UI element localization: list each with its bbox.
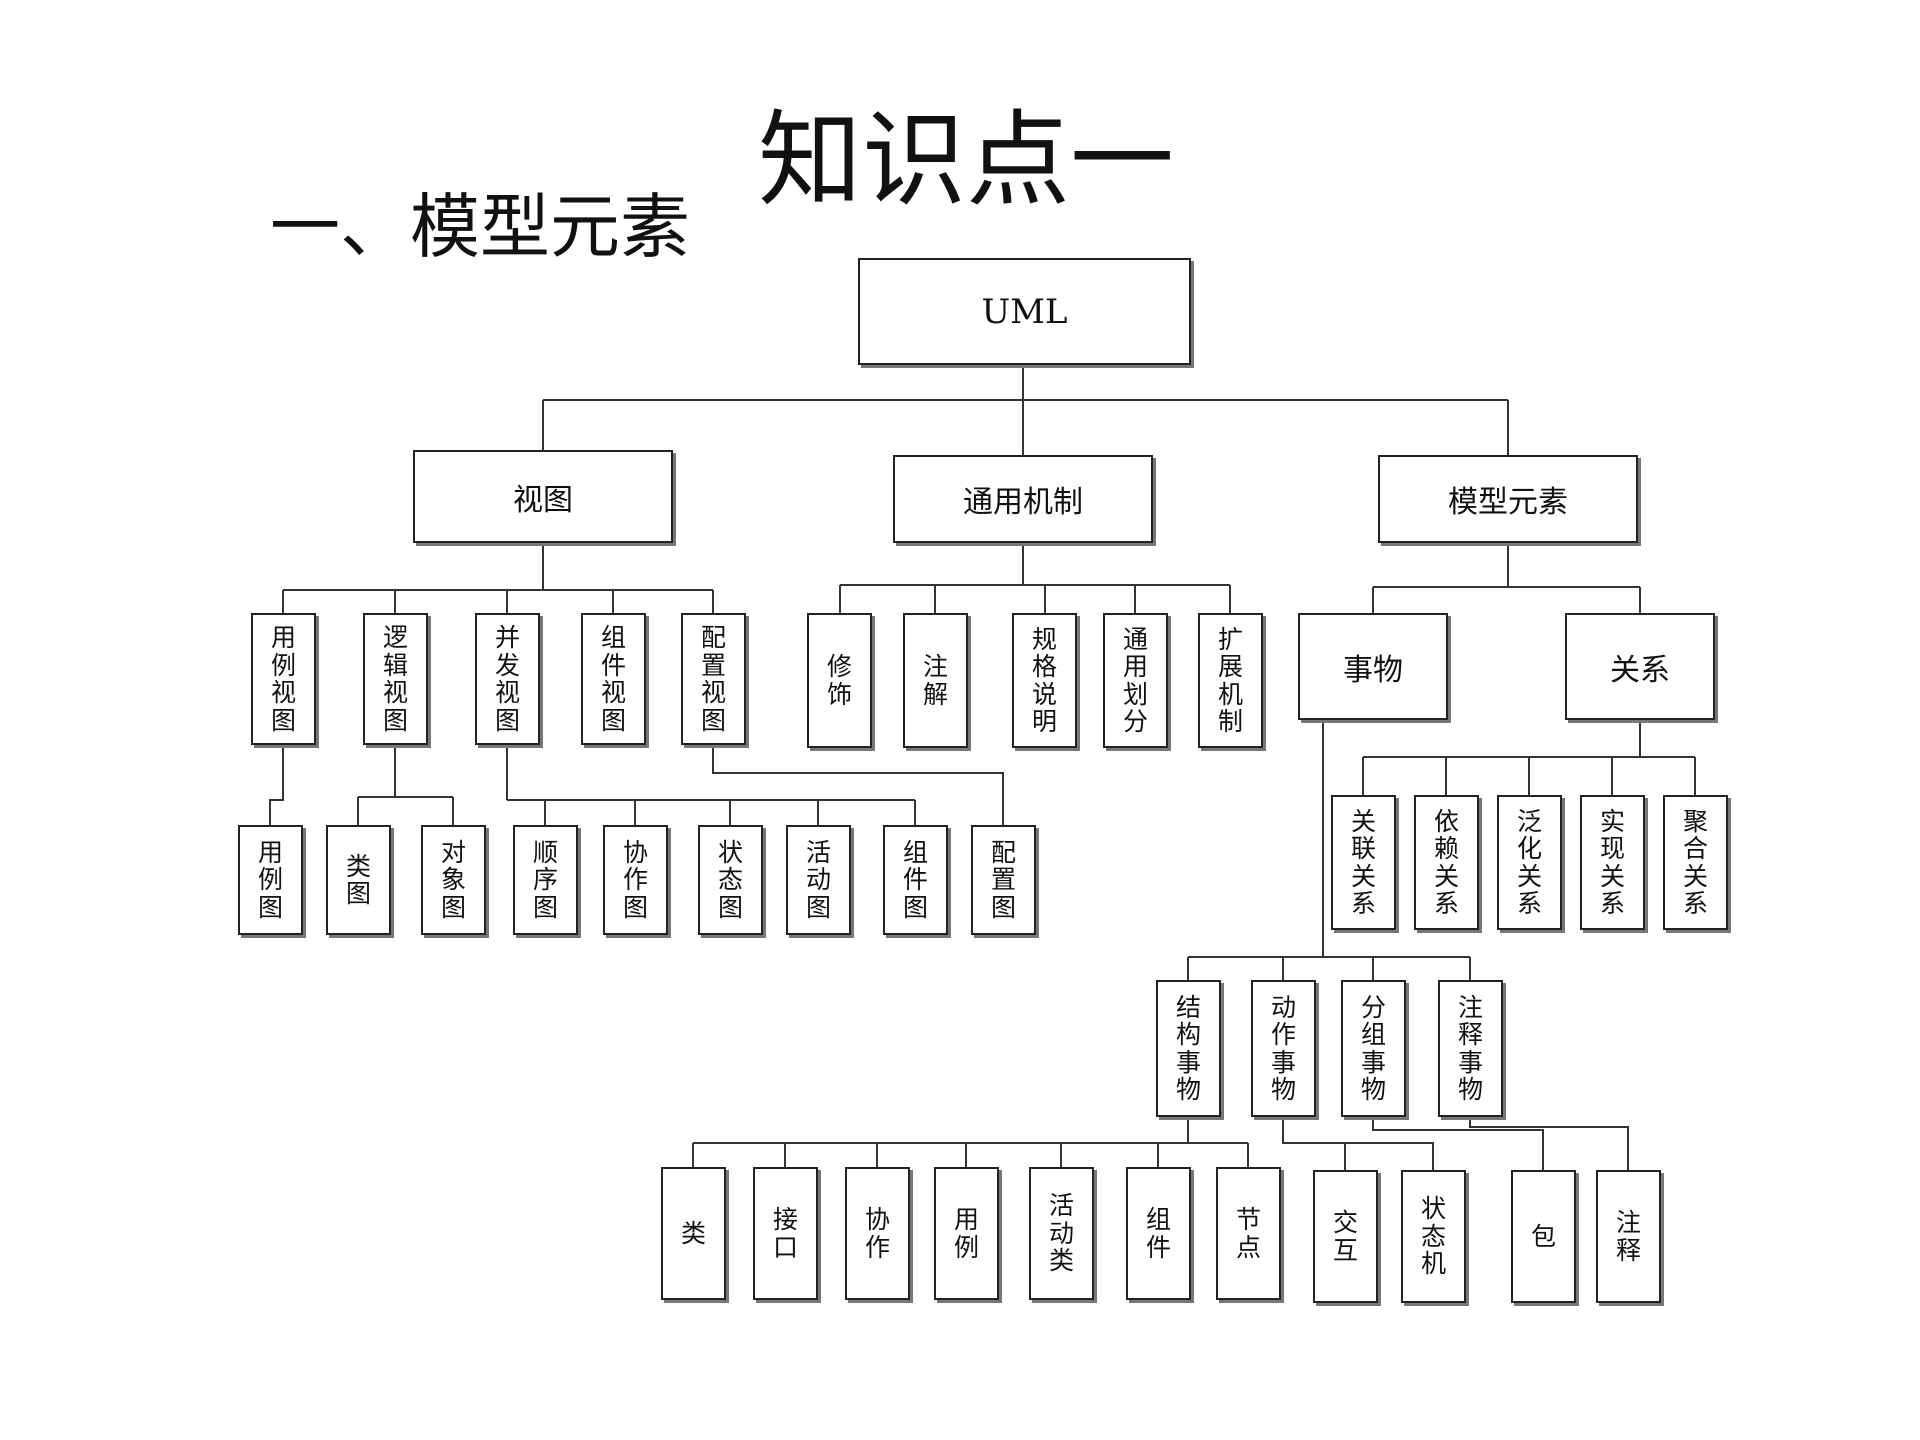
node-logical-view: 逻辑视图: [363, 613, 428, 745]
node-note: 注释: [1596, 1170, 1661, 1303]
node-aggregation: 聚合关系: [1663, 795, 1728, 930]
node-grouping-things: 分组事物: [1341, 980, 1406, 1117]
node-things: 事物: [1298, 613, 1448, 720]
node-deployment-diagram: 配置图: [971, 825, 1036, 935]
node-structural-things: 结构事物: [1156, 980, 1221, 1117]
node-interface: 接口: [753, 1167, 818, 1300]
node-component: 组件: [1126, 1167, 1191, 1300]
node-deployment-view: 配置视图: [681, 613, 746, 745]
page-subtitle: 一、模型元素: [270, 186, 690, 268]
node-collaboration: 协作: [845, 1167, 910, 1300]
node-behavioral-things: 动作事物: [1251, 980, 1316, 1117]
node-state-machine: 状态机: [1401, 1170, 1466, 1303]
node-object-diagram: 对象图: [421, 825, 486, 935]
node-sequence-diagram: 顺序图: [513, 825, 578, 935]
node-activity-diagram: 活动图: [786, 825, 851, 935]
node-views: 视图: [413, 450, 673, 543]
node-node: 节点: [1216, 1167, 1281, 1300]
node-class: 类: [661, 1167, 726, 1300]
node-dependency: 依赖关系: [1414, 795, 1479, 930]
node-model-elements: 模型元素: [1378, 455, 1638, 543]
node-realization: 实现关系: [1580, 795, 1645, 930]
node-adornments: 修饰: [807, 613, 872, 748]
node-relationships: 关系: [1565, 613, 1715, 720]
node-generalization: 泛化关系: [1497, 795, 1562, 930]
node-mechanisms: 通用机制: [893, 455, 1153, 543]
node-usecase-view: 用例视图: [251, 613, 316, 745]
node-component-view: 组件视图: [581, 613, 646, 745]
node-component-diagram: 组件图: [883, 825, 948, 935]
node-notes: 注解: [903, 613, 968, 748]
node-association: 关联关系: [1331, 795, 1396, 930]
node-active-class: 活动类: [1029, 1167, 1094, 1300]
node-common-divisions: 通用划分: [1103, 613, 1168, 748]
node-uml: UML: [858, 258, 1191, 365]
node-usecase: 用例: [934, 1167, 999, 1300]
node-usecase-diagram: 用例图: [238, 825, 303, 935]
node-collaboration-diagram: 协作图: [603, 825, 668, 935]
node-annotational-things: 注释事物: [1438, 980, 1503, 1117]
node-extensibility: 扩展机制: [1198, 613, 1263, 748]
node-interaction: 交互: [1313, 1170, 1378, 1303]
node-class-diagram: 类图: [326, 825, 391, 935]
page-title: 知识点一: [758, 99, 1175, 221]
node-state-diagram: 状态图: [698, 825, 763, 935]
node-package: 包: [1511, 1170, 1576, 1303]
node-specifications: 规格说明: [1012, 613, 1077, 748]
node-concurrency-view: 并发视图: [475, 613, 540, 745]
